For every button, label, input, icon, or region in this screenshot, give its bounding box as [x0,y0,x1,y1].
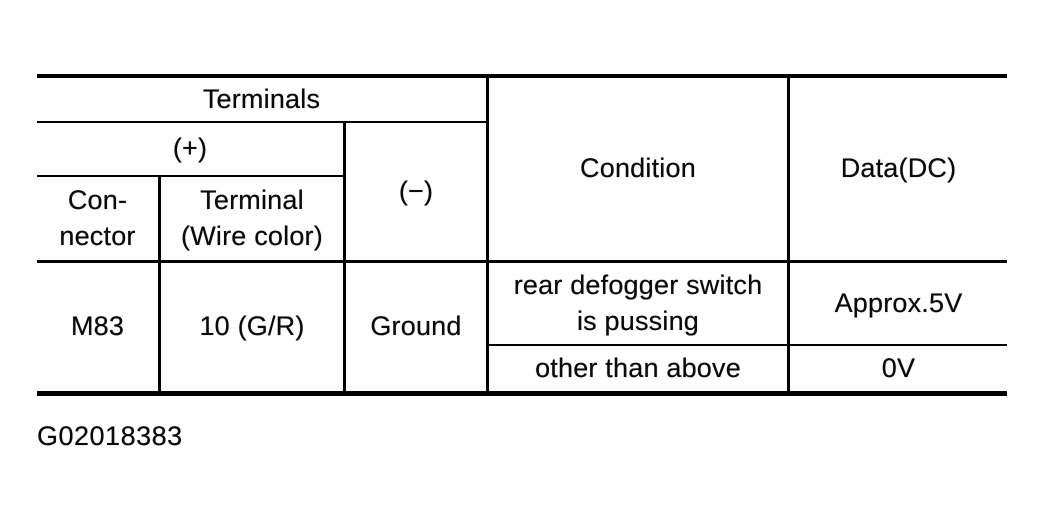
condition-header-cell: Condition [486,78,787,263]
data-row-2-cell: 0V [787,346,1007,391]
figure-id: G02018383 [37,421,183,451]
terminal-voltage-table: Terminals Condition Data(DC) (+) (−) Con… [37,74,1007,396]
plus-header-cell: (+) [37,123,343,177]
condition-row-1-cell: rear defogger switch is pussing [486,263,787,346]
minus-header-label: (−) [398,175,434,206]
condition-header-label: Condition [580,153,696,184]
terminal-value-cell: 10 (G/R) [158,263,343,391]
minus-value: Ground [370,311,462,342]
connector-value-cell: M83 [37,263,158,391]
data-row-1-value: Approx.5V [834,287,963,318]
terminal-value: 10 (G/R) [199,311,305,342]
condition-row-1-text: rear defogger switch is pussing [513,269,763,336]
terminals-header-label: Terminals [202,83,321,114]
terminal-wire-color-header-cell: Terminal (Wire color) [158,177,343,263]
terminal-wire-color-header-label: Terminal (Wire color) [181,184,323,251]
data-dc-header-cell: Data(DC) [787,78,1007,263]
connector-value: M83 [70,311,125,342]
condition-row-2-cell: other than above [486,346,787,391]
condition-row-2-text: other than above [535,352,741,383]
data-row-2-value: 0V [881,352,916,383]
minus-value-cell: Ground [343,263,486,391]
minus-header-cell: (−) [343,123,486,263]
connector-header-cell: Con- nector [37,177,158,263]
connector-header-label: Con- nector [59,184,136,251]
terminals-header-cell: Terminals [37,78,486,123]
plus-header-label: (+) [172,133,208,164]
data-row-1-cell: Approx.5V [787,263,1007,346]
data-dc-header-label: Data(DC) [840,153,957,184]
